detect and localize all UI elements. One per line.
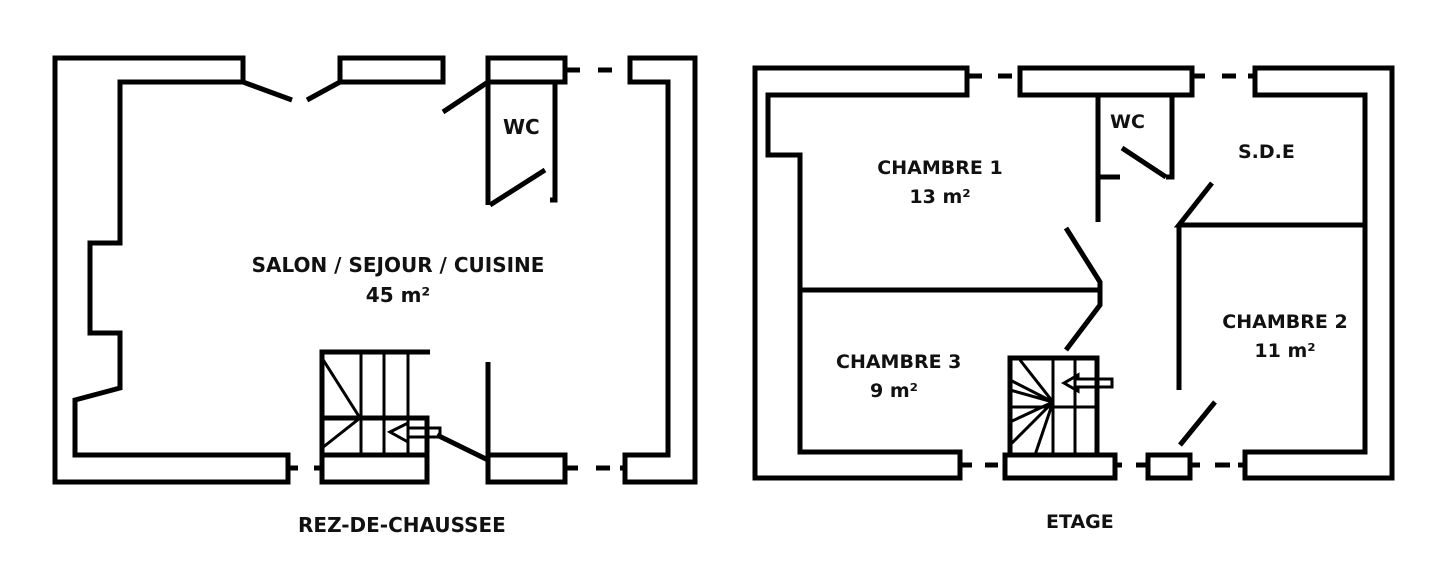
room-label-wc: WC xyxy=(1110,111,1145,133)
bottom-wall-segment xyxy=(485,452,568,485)
room-name: CHAMBRE 3 xyxy=(836,351,962,373)
stair-arrow-icon xyxy=(386,420,442,445)
right-wall xyxy=(1242,65,1395,481)
top-wall-segment xyxy=(485,55,568,85)
room-label-chambre-1: CHAMBRE 1 13 m² xyxy=(860,154,1020,211)
sde-chambre2-walls xyxy=(1173,181,1365,447)
room-label-chambre-2: CHAMBRE 2 11 m² xyxy=(1205,308,1365,365)
partition-wall xyxy=(435,362,491,463)
room-area: 9 m² xyxy=(870,379,918,402)
room-name: CHAMBRE 2 xyxy=(1222,311,1348,333)
room-label-chambre-3: CHAMBRE 3 9 m² xyxy=(836,348,986,405)
wc-walls xyxy=(485,82,558,208)
left-wall xyxy=(752,65,970,481)
staircase xyxy=(1007,355,1114,456)
staircase xyxy=(319,349,442,455)
stair-arrow-icon xyxy=(1060,372,1114,394)
top-wall-segment xyxy=(337,55,446,85)
room-area: 11 m² xyxy=(1254,339,1316,362)
wc-walls xyxy=(1095,95,1175,222)
chambre1-chambre3-wall xyxy=(800,226,1103,352)
door-swing xyxy=(242,79,490,115)
room-label-sde: S.D.E xyxy=(1238,141,1295,163)
right-wall xyxy=(622,55,698,485)
room-label-salon: SALON / SEJOUR / CUISINE 45 m² xyxy=(228,250,568,310)
upper-floor-plan xyxy=(752,65,1395,481)
room-label-wc: WC xyxy=(503,115,540,139)
floor-title-ground: REZ-DE-CHAUSSEE xyxy=(298,513,506,537)
bottom-wall-segment xyxy=(319,452,430,485)
top-wall-segment xyxy=(1017,65,1195,98)
bottom-wall-segment xyxy=(1145,452,1193,481)
bottom-wall-segment xyxy=(1002,452,1118,481)
floor-title-upper: ETAGE xyxy=(1046,511,1114,533)
room-area: 13 m² xyxy=(909,185,971,208)
left-wall xyxy=(52,55,291,485)
room-area: 45 m² xyxy=(365,283,431,307)
room-name: SALON / SEJOUR / CUISINE xyxy=(251,253,545,277)
ground-floor-plan xyxy=(52,55,698,485)
room-name: CHAMBRE 1 xyxy=(877,157,1003,179)
